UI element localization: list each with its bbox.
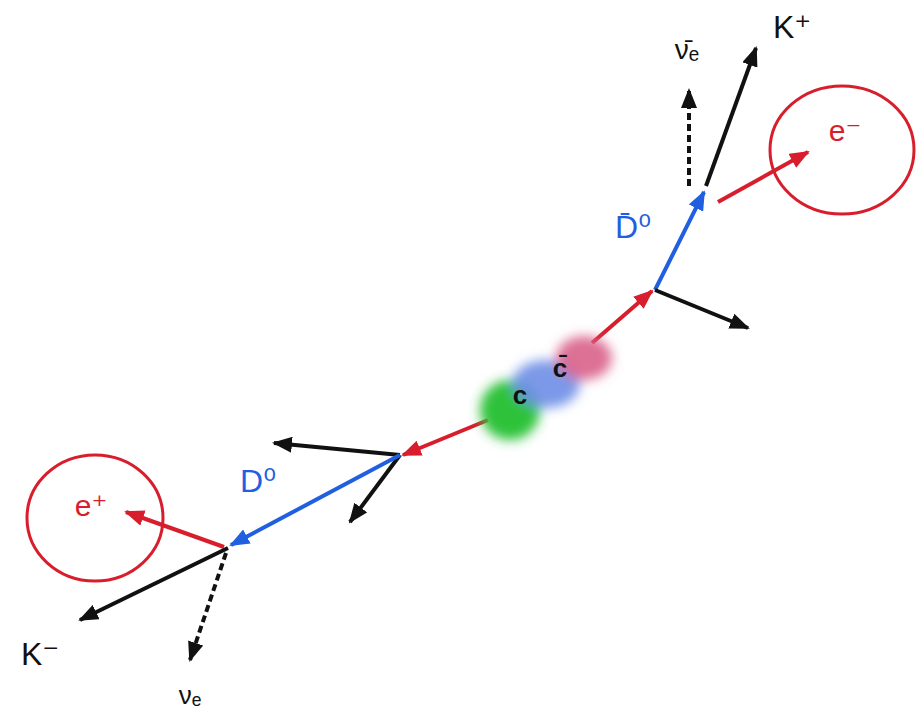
quark-pair-blob: c c̄ xyxy=(468,322,620,450)
neutrino-label: νₑ xyxy=(179,681,202,710)
particle-name: e⁺ xyxy=(75,489,108,522)
charm-arrow xyxy=(403,420,488,455)
circle-outline xyxy=(768,84,916,216)
positron-arrow xyxy=(126,512,224,547)
charm-arrow xyxy=(592,291,652,343)
kaon-label: K⁺ xyxy=(773,10,811,45)
hadron-arrow xyxy=(350,455,400,522)
meson-label: D⁰ xyxy=(240,464,276,499)
hadron-arrow xyxy=(274,443,400,455)
electron-circle: e⁻ xyxy=(768,84,916,216)
meson-arrow xyxy=(231,455,400,545)
blob-shape xyxy=(468,322,620,450)
neutrino-arrow xyxy=(190,553,226,660)
meson-arrow xyxy=(655,192,704,290)
quark-name: c xyxy=(513,381,527,410)
positron-circle: e⁺ xyxy=(25,453,165,583)
particle-name: e⁻ xyxy=(829,114,862,147)
quark-name: c̄ xyxy=(553,354,567,383)
electron-arrow xyxy=(718,152,808,202)
neutrino-arrow xyxy=(687,90,691,186)
meson-label: D̄⁰ xyxy=(615,210,651,245)
kaon-arrow xyxy=(706,48,756,186)
neutrino-label: ν̄ₑ xyxy=(675,35,699,66)
kaon-label: K⁻ xyxy=(21,637,59,672)
hadron-arrow xyxy=(655,290,748,328)
